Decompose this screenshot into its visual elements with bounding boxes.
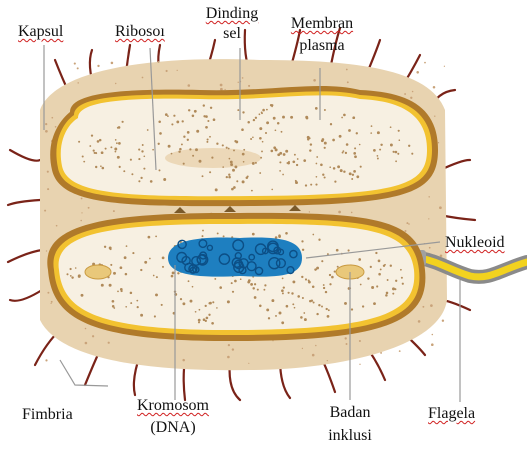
label-kapsul: Kapsul	[18, 22, 63, 42]
label-flagela: Flagela	[428, 404, 475, 424]
label-dinding-sel-line1: Dinding	[196, 4, 268, 24]
label-ribosom: Ribosoı	[115, 22, 165, 42]
inclusion-body-icon	[85, 265, 111, 279]
dna-coil-icon	[168, 238, 302, 277]
label-kromosom-line2: (DNA)	[125, 418, 221, 438]
label-membran-plasma-line2: plasma	[283, 36, 361, 56]
fimbria-strand-icon	[10, 290, 42, 301]
upper-cell	[50, 86, 438, 206]
fimbria-strand-icon	[8, 250, 42, 262]
label-badan-inklusi-line1: Badan	[310, 403, 390, 423]
label-kromosom-line1: Kromosom	[125, 396, 221, 416]
label-fimbria: Fimbria	[22, 405, 73, 425]
label-nukleoid: Nukleoid	[445, 233, 505, 253]
lower-cell	[47, 213, 425, 341]
label-dinding-sel-line2: sel	[196, 24, 268, 44]
fimbria-strand-icon	[8, 200, 40, 205]
fimbria-strand-icon	[10, 150, 40, 161]
label-badan-inklusi-line2: inklusi	[310, 426, 390, 446]
label-membran-plasma-line1: Membran	[283, 14, 361, 34]
